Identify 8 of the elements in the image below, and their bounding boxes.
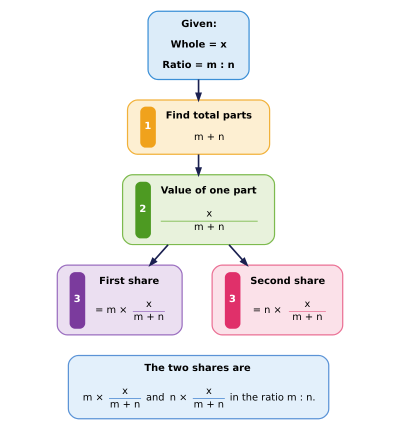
arrow [228,244,249,267]
arrow [195,79,202,102]
node-box: Given: Whole = x Ratio = m : n [147,10,250,80]
node-box: 3 Second share = n × x m + n [212,264,344,336]
arrow [148,244,169,267]
arrow [195,154,202,178]
node-box: 1 Find total parts m + n [126,99,270,155]
node-box: 2 Value of one part x m + n [122,174,276,246]
